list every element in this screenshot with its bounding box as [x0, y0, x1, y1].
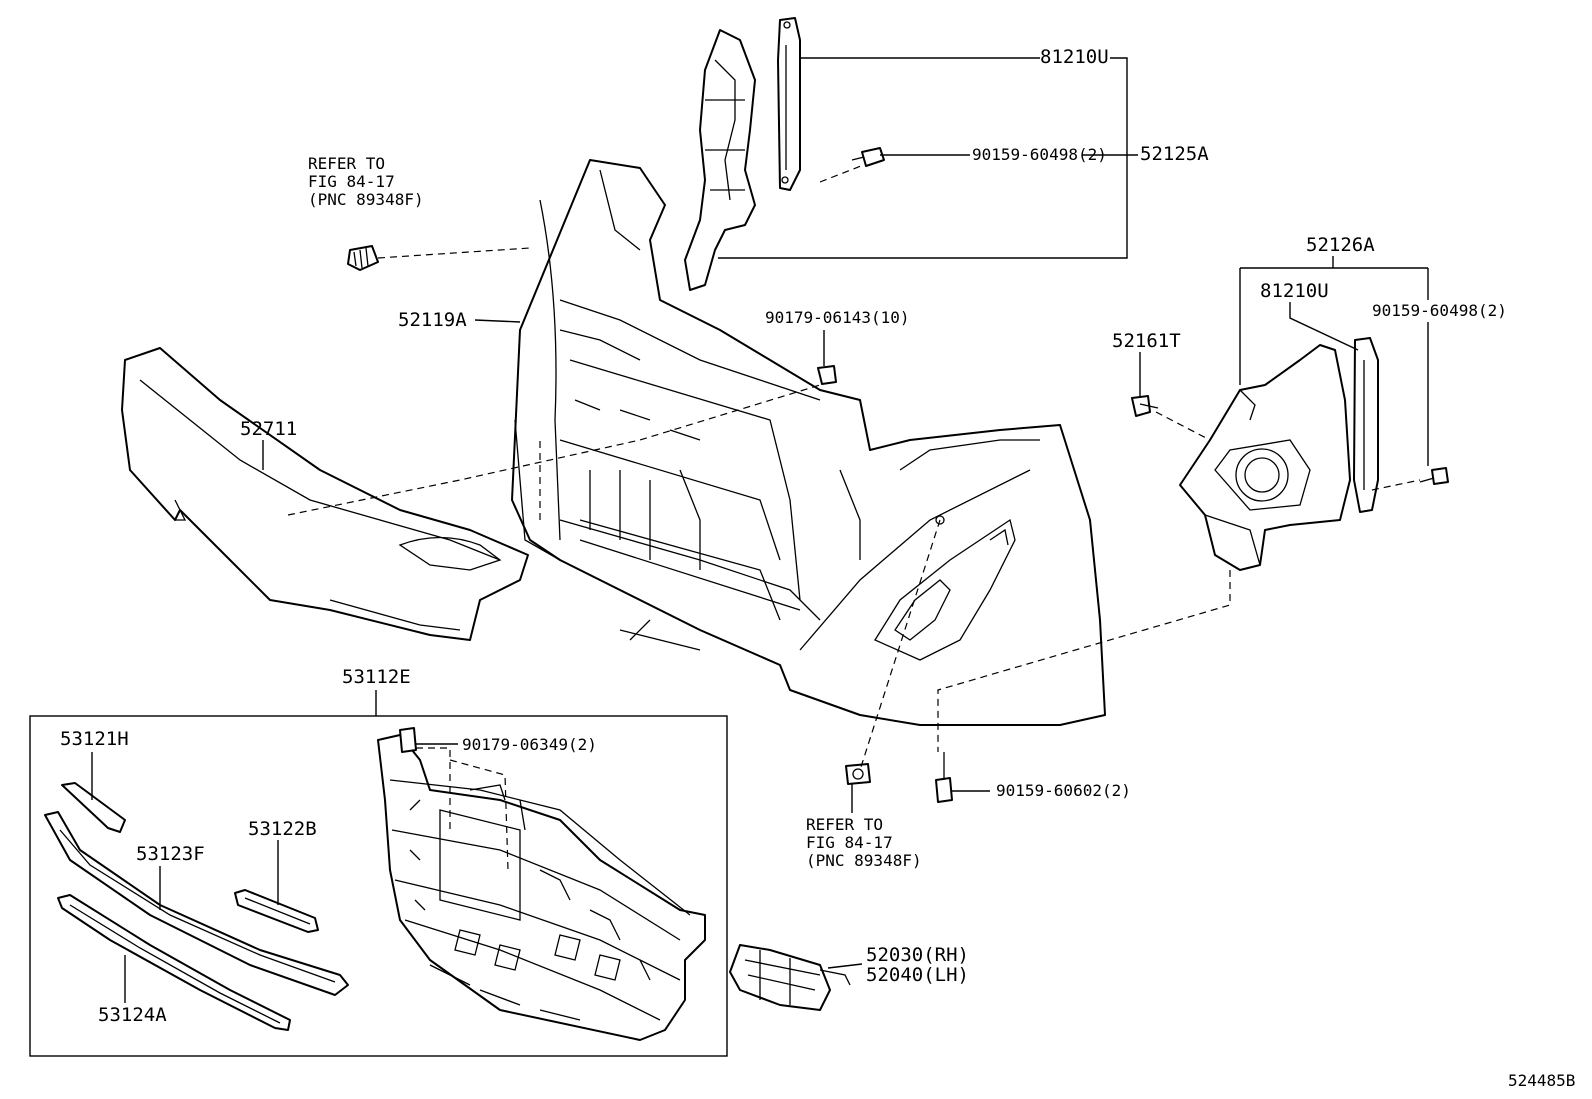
clip-90179-06349 — [399, 727, 417, 753]
refer-bottom-line1: REFER TO — [806, 815, 884, 834]
bolt-90159-60498-right — [1419, 467, 1449, 485]
label-90179-06143: 90179-06143(10) — [765, 308, 910, 327]
grille-assembly-frame — [29, 715, 728, 1057]
bolt-90159-60498-top — [851, 147, 885, 167]
side-bracket-52125A — [684, 17, 801, 291]
label-53112E: 53112E — [342, 666, 411, 688]
label-53122B: 53122B — [248, 818, 317, 840]
refer-bottom-line3: (PNC 89348F) — [806, 851, 922, 870]
clip-refer-top — [347, 245, 379, 271]
label-90159-60498-right: 90159-60498(2) — [1372, 301, 1507, 320]
label-52126A: 52126A — [1306, 234, 1375, 256]
leader-lines — [91, 57, 1429, 1003]
molding-53123F — [44, 811, 349, 996]
refer-note-top: REFER TO FIG 84-17 (PNC 89348F) — [308, 155, 424, 209]
label-90159-60602: 90159-60602(2) — [996, 781, 1131, 800]
clip-refer-bottom — [845, 763, 871, 785]
label-52119A: 52119A — [398, 309, 467, 331]
diagram-id: 524485B — [1508, 1071, 1576, 1090]
side-cover-52030-52040 — [729, 944, 851, 1011]
label-90159-60498-top: 90159-60498(2) — [972, 145, 1107, 164]
lower-spoiler-52711 — [121, 347, 529, 641]
label-90179-06349: 90179-06349(2) — [462, 735, 597, 754]
bumper-cover-52119A — [511, 159, 1106, 726]
label-52030-rh: 52030(RH) — [866, 944, 969, 966]
label-52040-lh: 52040(LH) — [866, 964, 969, 986]
dashed-guides — [287, 163, 1421, 871]
clip-52161T — [1131, 395, 1159, 417]
label-81210U-top: 81210U — [1040, 46, 1109, 68]
radiator-grille-53112E — [377, 734, 706, 1041]
label-81210U-right: 81210U — [1260, 280, 1329, 302]
refer-top-line3: (PNC 89348F) — [308, 190, 424, 209]
label-53123F: 53123F — [136, 843, 205, 865]
label-52161T: 52161T — [1112, 330, 1181, 352]
refer-note-bottom: REFER TO FIG 84-17 (PNC 89348F) — [806, 816, 922, 870]
refer-top-line2: FIG 84-17 — [308, 172, 395, 191]
fog-lamp-bracket-52126A — [1179, 337, 1379, 571]
label-52125A: 52125A — [1140, 143, 1209, 165]
refer-bottom-line2: FIG 84-17 — [806, 833, 893, 852]
label-53121H: 53121H — [60, 728, 129, 750]
label-52711: 52711 — [240, 418, 298, 440]
refer-top-line1: REFER TO — [308, 154, 386, 173]
molding-53121H — [61, 782, 126, 833]
bolt-90159-60602 — [935, 752, 953, 803]
molding-53124A — [57, 894, 291, 1031]
label-53124A: 53124A — [98, 1004, 167, 1026]
molding-53122B — [234, 889, 319, 933]
nut-90179-06143 — [817, 365, 837, 385]
